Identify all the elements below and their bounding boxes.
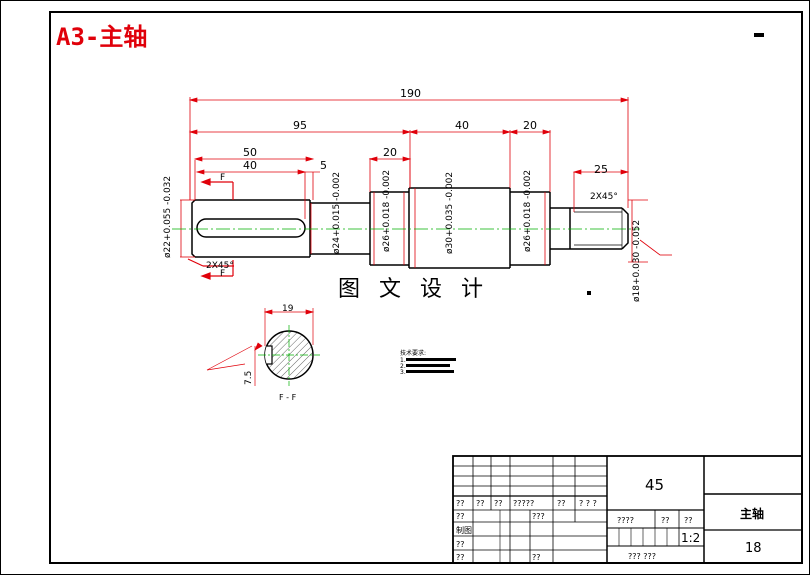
note-1: 1. bbox=[400, 357, 406, 364]
thread-lines bbox=[574, 208, 623, 249]
section-arrows bbox=[187, 178, 234, 280]
notes-heading: 技术要求: bbox=[400, 349, 426, 357]
tb-cell-i: ?? bbox=[456, 540, 465, 549]
section-caption: F - F bbox=[279, 393, 297, 402]
tb-cell-h: ??? bbox=[532, 512, 545, 521]
tb-approval: ??? ??? bbox=[628, 552, 656, 561]
sheet-title: A3-主轴 bbox=[56, 23, 147, 51]
dim-keyway-span: 50 bbox=[243, 146, 257, 159]
tb-cell-d: ????? bbox=[513, 499, 534, 508]
section-dimensions bbox=[206, 308, 315, 386]
diameter-d5: ø26+0.018 -0.002 bbox=[523, 170, 533, 252]
dim-chamfer-right: 2X45° bbox=[590, 192, 618, 202]
title-block bbox=[452, 455, 803, 564]
dim-chamfer-left: 2X45° bbox=[206, 261, 234, 271]
scale: 1:2 bbox=[681, 531, 700, 545]
tb-cell-n: ?? bbox=[684, 516, 693, 525]
dim-mid-section: 40 bbox=[455, 119, 469, 132]
diameter-d4: ø30+0.035 -0.002 bbox=[445, 172, 455, 254]
shaft-outline bbox=[191, 187, 629, 269]
dim-keyway-length: 40 bbox=[243, 159, 257, 172]
tb-cell-j: ?? bbox=[456, 553, 465, 562]
dot-mark bbox=[587, 291, 591, 295]
tb-cell-e: ?? bbox=[557, 499, 566, 508]
tb-cell-m: ?? bbox=[661, 516, 670, 525]
dim-right-end: 25 bbox=[594, 163, 608, 176]
drawing-border bbox=[49, 11, 803, 564]
section-mark-top: F bbox=[220, 173, 225, 183]
dim-left-section: 95 bbox=[293, 119, 307, 132]
corner-mark bbox=[754, 33, 764, 37]
dim-section-depth: 7.5 bbox=[244, 371, 254, 385]
diameter-d2: ø24+0.015 -0.002 bbox=[332, 172, 342, 254]
diameter-d6: ø18+0.030 -0.052 bbox=[632, 220, 642, 302]
section-mark-bottom: F bbox=[220, 269, 225, 279]
note-2: 2. bbox=[400, 363, 406, 370]
tb-cell-f: ? ? ? bbox=[579, 499, 597, 508]
red-guides bbox=[180, 97, 672, 268]
tech-notes: 技术要求: 1. 2. 3. bbox=[400, 349, 456, 376]
dim-shoulder: 20 bbox=[523, 119, 537, 132]
tb-zhitu: 制图 bbox=[456, 525, 472, 535]
diameter-d1: ø22+0.055 -0.032 bbox=[163, 176, 173, 258]
dim-collar-width: 20 bbox=[383, 146, 397, 159]
dim-keyway-offset: 5 bbox=[320, 159, 327, 172]
note-3: 3. bbox=[400, 369, 406, 376]
tb-cell-b: ?? bbox=[476, 499, 485, 508]
tb-cell-l: ???? bbox=[617, 516, 634, 525]
tb-cell-a: ?? bbox=[456, 499, 465, 508]
dimension-lines bbox=[188, 97, 630, 175]
dim-section-width: 19 bbox=[282, 304, 294, 314]
diameter-d3: ø26+0.018 -0.002 bbox=[382, 170, 392, 252]
section-view bbox=[258, 325, 320, 386]
sheet-number: 18 bbox=[745, 541, 762, 556]
watermark-bg bbox=[330, 270, 480, 302]
dim-total-length: 190 bbox=[400, 87, 421, 100]
tb-cell-k: ?? bbox=[532, 553, 541, 562]
tb-cell-c: ?? bbox=[494, 499, 503, 508]
material: 45 bbox=[645, 476, 664, 494]
tb-cell-g: ?? bbox=[456, 512, 465, 521]
watermark: 图 文 设 计 bbox=[338, 277, 489, 302]
part-name: 主轴 bbox=[740, 506, 764, 521]
